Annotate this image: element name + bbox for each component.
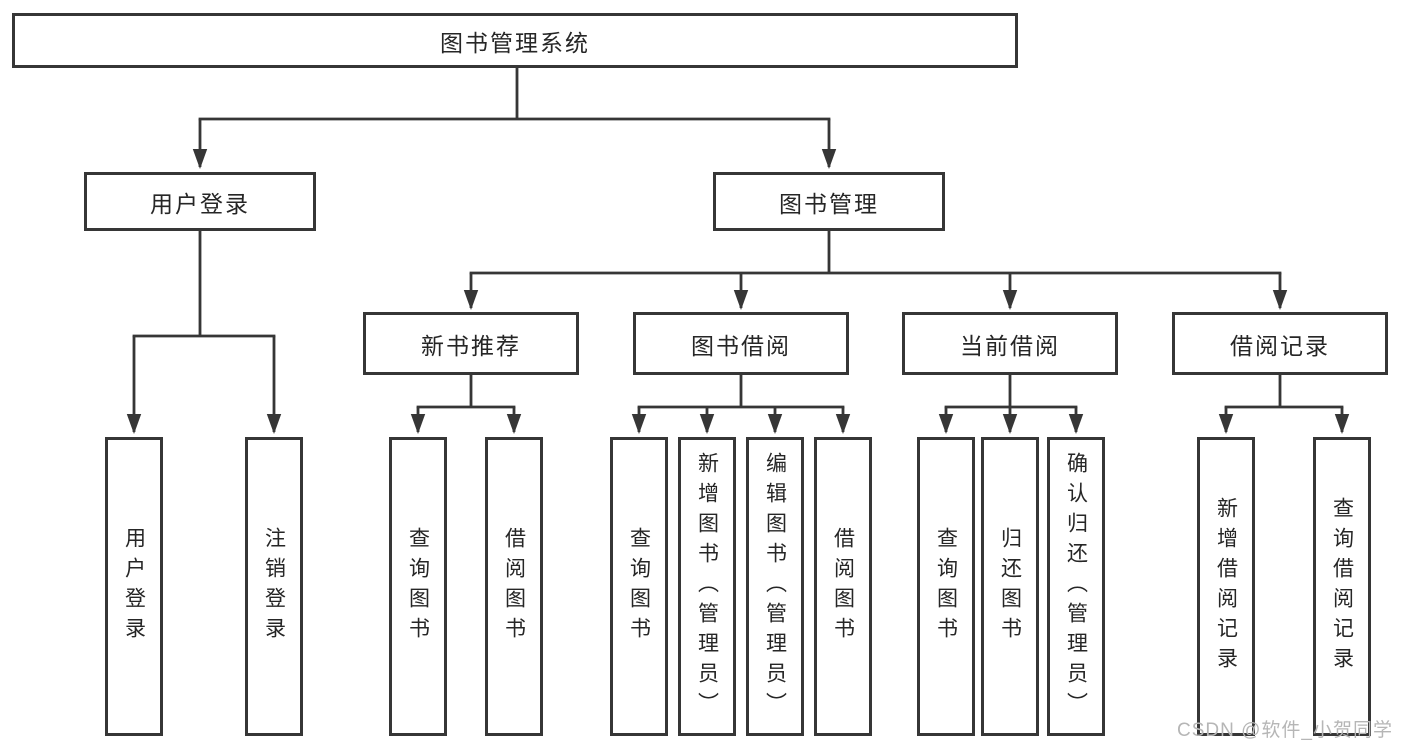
node-borrow-records-label: 借阅记录 xyxy=(1230,332,1330,359)
node-current-borrow-label: 当前借阅 xyxy=(960,332,1060,359)
leaf-query-borrow-record: 查询借阅记录 xyxy=(1313,437,1371,736)
node-new-book-recommend-label: 新书推荐 xyxy=(421,332,521,359)
leaf-borrow-borrow-books-label: 借阅图书 xyxy=(831,526,855,647)
node-root-system: 图书管理系统 xyxy=(12,13,1018,68)
leaf-edit-books-admin: 编辑图书（管理员） xyxy=(746,437,804,736)
leaf-borrow-query-books-label: 查询图书 xyxy=(627,526,651,647)
node-new-book-recommend: 新书推荐 xyxy=(363,312,579,375)
leaf-confirm-return-admin-label: 确认归还（管理员） xyxy=(1064,451,1088,722)
leaf-recommend-query-books: 查询图书 xyxy=(389,437,447,736)
leaf-recommend-query-books-label: 查询图书 xyxy=(406,526,430,647)
node-book-borrow: 图书借阅 xyxy=(633,312,849,375)
node-user-login-label: 用户登录 xyxy=(150,190,250,217)
leaf-return-books: 归还图书 xyxy=(981,437,1039,736)
leaf-edit-books-admin-label: 编辑图书（管理员） xyxy=(763,451,787,722)
leaf-current-query-books: 查询图书 xyxy=(917,437,975,736)
leaf-borrow-query-books: 查询图书 xyxy=(610,437,668,736)
leaf-borrow-borrow-books: 借阅图书 xyxy=(814,437,872,736)
node-root-system-label: 图书管理系统 xyxy=(440,29,590,56)
leaf-logout-label: 注销登录 xyxy=(262,526,286,647)
leaf-recommend-borrow-books: 借阅图书 xyxy=(485,437,543,736)
leaf-user-login: 用户登录 xyxy=(105,437,163,736)
leaf-current-query-books-label: 查询图书 xyxy=(934,526,958,647)
node-book-borrow-label: 图书借阅 xyxy=(691,332,791,359)
node-borrow-records: 借阅记录 xyxy=(1172,312,1388,375)
leaf-add-borrow-record-label: 新增借阅记录 xyxy=(1214,496,1238,677)
node-user-login: 用户登录 xyxy=(84,172,316,231)
leaf-logout: 注销登录 xyxy=(245,437,303,736)
csdn-watermark: CSDN @软件_小贺同学 xyxy=(1177,720,1393,741)
leaf-user-login-label: 用户登录 xyxy=(122,526,146,647)
leaf-add-books-admin-label: 新增图书（管理员） xyxy=(695,451,719,722)
leaf-query-borrow-record-label: 查询借阅记录 xyxy=(1330,496,1354,677)
node-book-management-label: 图书管理 xyxy=(779,190,879,217)
leaf-add-borrow-record: 新增借阅记录 xyxy=(1197,437,1255,736)
leaf-confirm-return-admin: 确认归还（管理员） xyxy=(1047,437,1105,736)
node-book-management: 图书管理 xyxy=(713,172,945,231)
leaf-return-books-label: 归还图书 xyxy=(998,526,1022,647)
leaf-recommend-borrow-books-label: 借阅图书 xyxy=(502,526,526,647)
leaf-add-books-admin: 新增图书（管理员） xyxy=(678,437,736,736)
node-current-borrow: 当前借阅 xyxy=(902,312,1118,375)
